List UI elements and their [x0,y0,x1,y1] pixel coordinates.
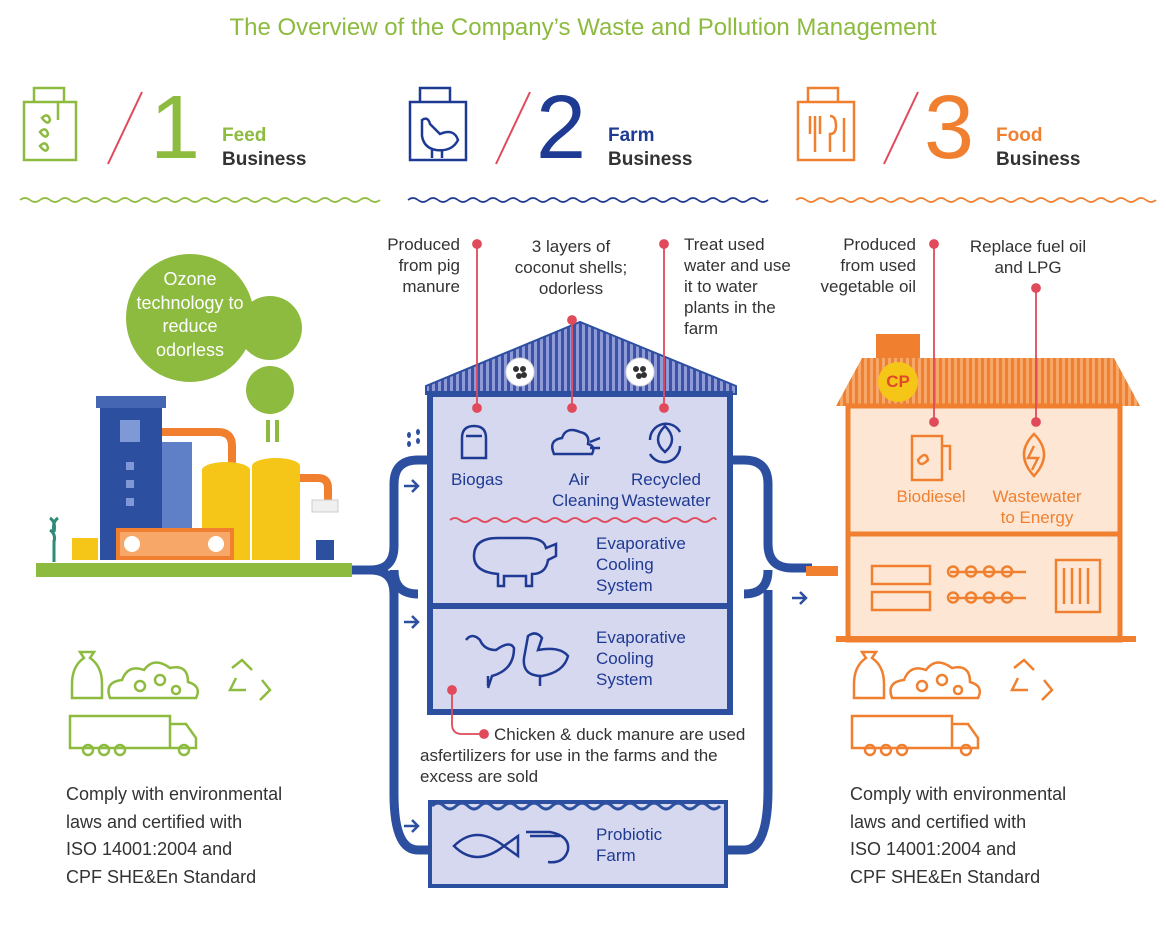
fish-icon [452,833,520,859]
divider-farm [407,197,769,203]
farm-arrows [404,479,808,833]
sack-icon [70,650,104,700]
biogas-icon [460,424,488,460]
farm-label-line1: Farm [608,125,655,146]
farm-label-line2: Business [608,149,693,170]
farm-label: Farm Business [608,124,692,172]
food-bag-icon [796,86,856,162]
divider-feed [19,197,381,203]
feed-factory [36,396,352,577]
food-label-line1: Food [996,125,1043,146]
recycle-water-icon [648,422,682,464]
feed-number: 1 [150,78,201,178]
feed-label-line1: Feed [222,125,267,146]
food-waste-icons [850,650,1054,757]
biodiesel-icon [910,434,952,482]
feed-label-line2: Business [222,149,307,170]
food-building [836,334,1140,643]
probiotic-label: Probiotic Farm [596,825,663,865]
food-comply-line: ISO 14001:2004 and [850,839,1017,859]
food-comply-line: CPF SHE&En Standard [850,866,1041,887]
air-cleaning-icon [551,428,601,456]
food-comply-line: laws and certified with [850,811,1027,832]
chicken-icon [465,634,516,689]
feed-waste-icons [68,650,272,757]
manure-note: Chicken & duck manure are used asfertili… [420,725,746,786]
divider-food [795,197,1157,203]
truck-icon [850,714,980,750]
biodiesel-label: Biodiesel [896,487,966,506]
pig-icon [472,536,558,588]
feed-comply-line: laws and certified with [66,811,243,832]
feed-bag-icon [22,86,78,162]
energy-note: Replace fuel oil and LPG [969,237,1087,277]
recycle-icon [227,658,272,701]
food-leaders [929,239,1041,427]
cp-logo: CP [886,372,910,391]
biogas-note: Produced from pig manure [387,235,460,296]
slash-1 [107,91,919,165]
farm-icons [452,422,682,864]
feed-label: Feed Business [222,124,306,172]
biogas-label: Biogas [451,470,503,489]
food-label-line2: Business [996,149,1081,170]
wastewater-energy-icon [1022,432,1046,478]
package-icon [1054,558,1102,614]
farm-roof [425,320,737,395]
feed-comply-line: ISO 14001:2004 and [66,839,233,859]
cloud-icon [889,661,981,700]
feed-comply-text: Comply with environmental laws and certi… [66,781,366,891]
eggs-icon [946,565,1026,604]
food-label: Food Business [996,124,1080,172]
food-comply-text: Comply with environmental laws and certi… [850,781,1150,891]
air-cleaning-label: Air Cleaning [552,470,620,510]
biodiesel-note: Produced from used vegetable oil [820,235,916,296]
wastewater-energy-label: Wastewater to Energy [992,487,1082,527]
cloud-icon [107,661,199,700]
sack-icon [852,650,886,700]
recycle-icon [1009,658,1054,701]
evap-poultry-label: Evaporative Cooling System [596,628,686,689]
recycled-wastewater-label: Recycled Wastewater [621,470,711,510]
feed-comply-line: CPF SHE&En Standard [66,866,257,887]
food-number: 3 [924,78,975,178]
farm-connectors [352,455,812,855]
ozone-cloud [126,254,302,442]
food-icons [870,432,1102,614]
air-note: 3 layers of coconut shells; odorless [514,237,628,298]
water-note: Treat used water and use it to water pla… [684,235,791,338]
feed-comply-line: Comply with environmental [66,784,283,804]
shrimp-icon [526,830,570,864]
farm-number: 2 [536,78,587,178]
page-title: The Overview of the Company’s Waste and … [229,14,937,41]
chicken-bag-icon [408,86,468,162]
ozone-note: Ozone technology to reduce odorless [136,269,244,360]
food-tray-icon [870,564,932,612]
farm-leaders [447,239,669,739]
duck-icon [522,632,570,686]
food-comply-line: Comply with environmental [850,784,1067,804]
truck-icon [68,714,198,750]
farm-droplets [407,429,420,447]
food-connector [806,566,838,576]
evap-pig-label: Evaporative Cooling System [596,534,686,595]
